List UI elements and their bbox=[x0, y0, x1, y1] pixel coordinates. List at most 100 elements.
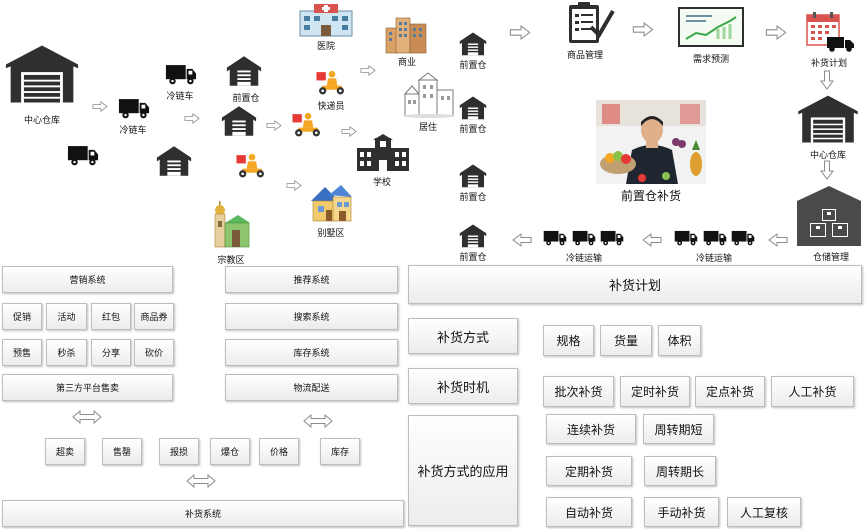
school-label: 学校 bbox=[372, 178, 392, 188]
cold-transport-label-2: 冷链运输 bbox=[695, 254, 733, 264]
religion-label: 宗教区 bbox=[217, 256, 245, 266]
bulk-box[interactable]: 体积 bbox=[658, 325, 701, 356]
replenish-timing-box[interactable]: 补货时机 bbox=[408, 368, 518, 404]
truck-icon bbox=[600, 229, 624, 247]
arrow-down-icon bbox=[820, 70, 834, 90]
third-party-box[interactable]: 第三方平台售卖 bbox=[2, 374, 173, 401]
cold-transport-label-1: 冷链运输 bbox=[565, 254, 603, 264]
central-warehouse-label: 中心仓库 bbox=[809, 151, 847, 161]
cold-truck-label-2: 冷链车 bbox=[166, 92, 194, 102]
activity-box[interactable]: 活动 bbox=[46, 303, 87, 330]
hospital-label: 医院 bbox=[316, 42, 336, 52]
arrow-icon bbox=[765, 25, 787, 40]
periodic-replenish-box[interactable]: 定期补货 bbox=[546, 456, 632, 486]
front-warehouse-icon bbox=[458, 31, 488, 56]
oversold-box[interactable]: 超卖 bbox=[45, 438, 85, 465]
central-warehouse-icon bbox=[796, 94, 860, 144]
central-warehouse-label: 中心仓库 bbox=[23, 116, 61, 126]
replenish-application-box[interactable]: 补货方式的应用 bbox=[408, 415, 518, 526]
arrow-left-icon bbox=[512, 233, 532, 247]
truck-icon bbox=[118, 97, 150, 120]
bidirectional-arrow-icon bbox=[186, 474, 216, 488]
arrow-icon bbox=[632, 22, 654, 37]
bargain-box[interactable]: 砍价 bbox=[134, 339, 174, 366]
coupon-box[interactable]: 商品券 bbox=[134, 303, 174, 330]
scooter-icon bbox=[234, 152, 268, 179]
long-cycle-box[interactable]: 周转期长 bbox=[644, 456, 716, 486]
photo-image bbox=[596, 100, 706, 184]
arrow-down-icon bbox=[820, 160, 834, 180]
flash-sale-box[interactable]: 秒杀 bbox=[46, 339, 87, 366]
front-warehouse-label: 前置仓 bbox=[459, 193, 487, 203]
bidirectional-arrow-icon bbox=[303, 414, 333, 428]
courier-label: 快递员 bbox=[317, 102, 345, 112]
front-warehouse-label: 前置仓 bbox=[232, 94, 260, 104]
truck-icon bbox=[674, 229, 698, 247]
promotion-box[interactable]: 促销 bbox=[2, 303, 42, 330]
marketing-system-box[interactable]: 营销系统 bbox=[2, 266, 173, 293]
front-warehouse-label: 前置仓 bbox=[459, 253, 487, 263]
front-warehouse-icon bbox=[458, 223, 488, 248]
front-warehouse-icon bbox=[225, 54, 263, 87]
recommend-system-box[interactable]: 推荐系统 bbox=[225, 266, 398, 293]
continuous-replenish-box[interactable]: 连续补货 bbox=[546, 414, 636, 444]
clipboard-icon bbox=[569, 2, 615, 43]
front-warehouse-icon bbox=[458, 95, 488, 120]
front-warehouse-icon bbox=[458, 163, 488, 188]
cold-truck-label-1: 冷链车 bbox=[119, 126, 147, 136]
replenish-system-box[interactable]: 补货系统 bbox=[2, 500, 404, 527]
presale-box[interactable]: 预售 bbox=[2, 339, 42, 366]
replenish-method-box[interactable]: 补货方式 bbox=[408, 318, 518, 354]
fixed-point-replenish-box[interactable]: 定点补货 bbox=[695, 376, 765, 407]
forecast-board-icon bbox=[678, 7, 744, 47]
arrow-icon bbox=[92, 101, 108, 112]
batch-replenish-box[interactable]: 批次补货 bbox=[543, 376, 614, 407]
auto-replenish-box[interactable]: 自动补货 bbox=[546, 497, 632, 527]
villa-icon bbox=[311, 185, 352, 222]
arrow-icon bbox=[286, 180, 302, 191]
replenish-plan-box[interactable]: 补货计划 bbox=[408, 265, 862, 304]
hospital-icon bbox=[299, 4, 353, 37]
manual-replenish-app-box[interactable]: 手动补货 bbox=[644, 497, 719, 527]
photo-caption: 前置仓补货 bbox=[620, 189, 682, 203]
truck-icon bbox=[165, 63, 197, 86]
manual-replenish-box[interactable]: 人工补货 bbox=[771, 376, 854, 407]
stock-box[interactable]: 库存 bbox=[320, 438, 360, 465]
arrow-left-icon bbox=[642, 233, 662, 247]
business-building-icon bbox=[385, 17, 427, 54]
scooter-icon bbox=[290, 111, 324, 138]
replenish-plan-label: 补货计划 bbox=[810, 59, 848, 69]
calendar-truck-icon bbox=[806, 12, 854, 52]
arrow-icon bbox=[266, 120, 282, 131]
inventory-system-box[interactable]: 库存系统 bbox=[225, 339, 398, 366]
search-system-box[interactable]: 搜索系统 bbox=[225, 303, 398, 330]
sold-out-box[interactable]: 售罄 bbox=[102, 438, 142, 465]
demand-forecast-label: 需求预测 bbox=[692, 55, 730, 65]
arrow-icon bbox=[184, 113, 200, 124]
villa-label: 别墅区 bbox=[317, 229, 345, 239]
bidirectional-arrow-icon bbox=[72, 410, 102, 424]
residence-icon bbox=[403, 72, 455, 118]
front-warehouse-label: 前置仓 bbox=[459, 61, 487, 71]
volume-amount-box[interactable]: 货量 bbox=[600, 325, 652, 356]
truck-icon bbox=[731, 229, 755, 247]
arrow-icon bbox=[509, 25, 531, 40]
timed-replenish-box[interactable]: 定时补货 bbox=[620, 376, 690, 407]
price-box[interactable]: 价格 bbox=[259, 438, 299, 465]
church-icon bbox=[214, 201, 250, 248]
spec-box[interactable]: 规格 bbox=[543, 325, 594, 356]
red-packet-box[interactable]: 红包 bbox=[91, 303, 131, 330]
scooter-icon bbox=[314, 69, 348, 96]
arrow-left-icon bbox=[768, 233, 788, 247]
loss-report-box[interactable]: 报损 bbox=[159, 438, 199, 465]
house-icon bbox=[220, 104, 258, 137]
overflow-box[interactable]: 爆仓 bbox=[210, 438, 250, 465]
manual-review-box[interactable]: 人工复核 bbox=[727, 497, 801, 527]
house-icon bbox=[155, 144, 193, 177]
logistics-box[interactable]: 物流配送 bbox=[225, 374, 398, 401]
share-box[interactable]: 分享 bbox=[91, 339, 131, 366]
short-cycle-box[interactable]: 周转期短 bbox=[643, 414, 714, 444]
central-warehouse-icon bbox=[4, 42, 80, 106]
arrow-icon bbox=[360, 65, 376, 76]
front-warehouse-label: 前置仓 bbox=[459, 125, 487, 135]
